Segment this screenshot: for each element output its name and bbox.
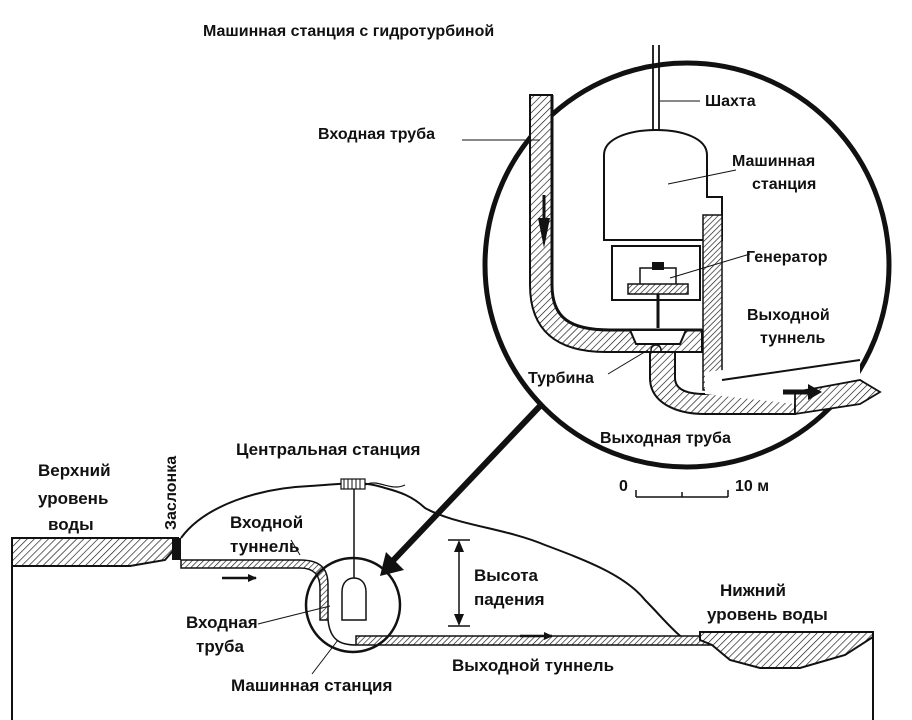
leader-generator	[669, 253, 751, 279]
label-inset-outlet-pipe: Выходная труба	[600, 430, 731, 447]
label-inset-station-2: станция	[752, 176, 816, 193]
label-upper-level-1: Верхний	[38, 461, 111, 480]
label-inset-outlet-tunnel-1: Выходной	[747, 307, 830, 324]
label-head-1: Высота	[474, 566, 539, 585]
diagram-title: Машинная станция с гидротурбиной	[203, 23, 494, 40]
label-outlet-tunnel: Выходной туннель	[452, 656, 614, 675]
label-turbine: Турбина	[528, 370, 594, 387]
label-upper-level-3: воды	[48, 515, 94, 534]
upper-reservoir	[11, 537, 179, 567]
small-machine-house	[341, 577, 367, 621]
leader-inlet-tunnel	[290, 539, 301, 556]
scale-zero: 0	[619, 478, 628, 495]
inlet-tunnel	[180, 559, 329, 621]
inset-pipe-inner-edge	[550, 95, 702, 332]
outlet-tunnel	[355, 635, 721, 646]
head-dimension	[448, 539, 470, 627]
label-head-2: падения	[474, 590, 545, 609]
label-inlet-tunnel-1: Входной	[230, 513, 303, 532]
leader-inlet-pipe	[257, 605, 331, 625]
label-upper-level-2: уровень	[38, 489, 108, 508]
lower-reservoir	[699, 631, 874, 669]
leader-turbine	[607, 349, 649, 375]
zoom-pointer-head	[380, 552, 404, 576]
inset-turbine	[628, 329, 688, 356]
label-inlet-pipe-2: труба	[196, 637, 244, 656]
inset-right-wall	[702, 214, 723, 391]
cross-section	[11, 403, 874, 720]
label-inset-outlet-tunnel-2: туннель	[760, 330, 826, 347]
label-machine-station: Машинная станция	[231, 676, 392, 695]
label-lower-level-2: уровень воды	[707, 605, 828, 624]
label-shaft: Шахта	[705, 93, 756, 110]
leader-machine-station	[311, 639, 339, 675]
zoom-pointer-arrow	[383, 403, 543, 571]
gate	[172, 538, 181, 560]
label-lower-level-1: Нижний	[720, 581, 786, 600]
scale-ten-m: 10 м	[735, 478, 769, 495]
central-station-building	[340, 478, 406, 490]
label-generator: Генератор	[746, 249, 828, 266]
mountain-profile	[180, 482, 686, 641]
inset-tunnel-top	[721, 359, 861, 381]
zoom-inset	[462, 45, 892, 470]
pipe-elbow	[327, 619, 357, 646]
leader-station	[667, 169, 737, 185]
scale-bar: 0 10 м	[619, 478, 769, 498]
inset-machine-house	[603, 128, 723, 241]
station-circle	[304, 556, 402, 654]
inset-out-arrow-head	[808, 384, 822, 400]
label-inset-inlet-pipe: Входная труба	[318, 126, 435, 143]
label-central-station: Центральная станция	[236, 440, 420, 459]
label-inlet-tunnel-2: туннель	[230, 537, 299, 556]
label-inset-station-1: Машинная	[732, 153, 815, 170]
label-inlet-pipe-1: Входная	[186, 613, 258, 632]
inset-down-arrow	[538, 218, 550, 248]
inset-tunnel-floor	[794, 379, 882, 416]
label-gate: Заслонка	[163, 456, 180, 530]
